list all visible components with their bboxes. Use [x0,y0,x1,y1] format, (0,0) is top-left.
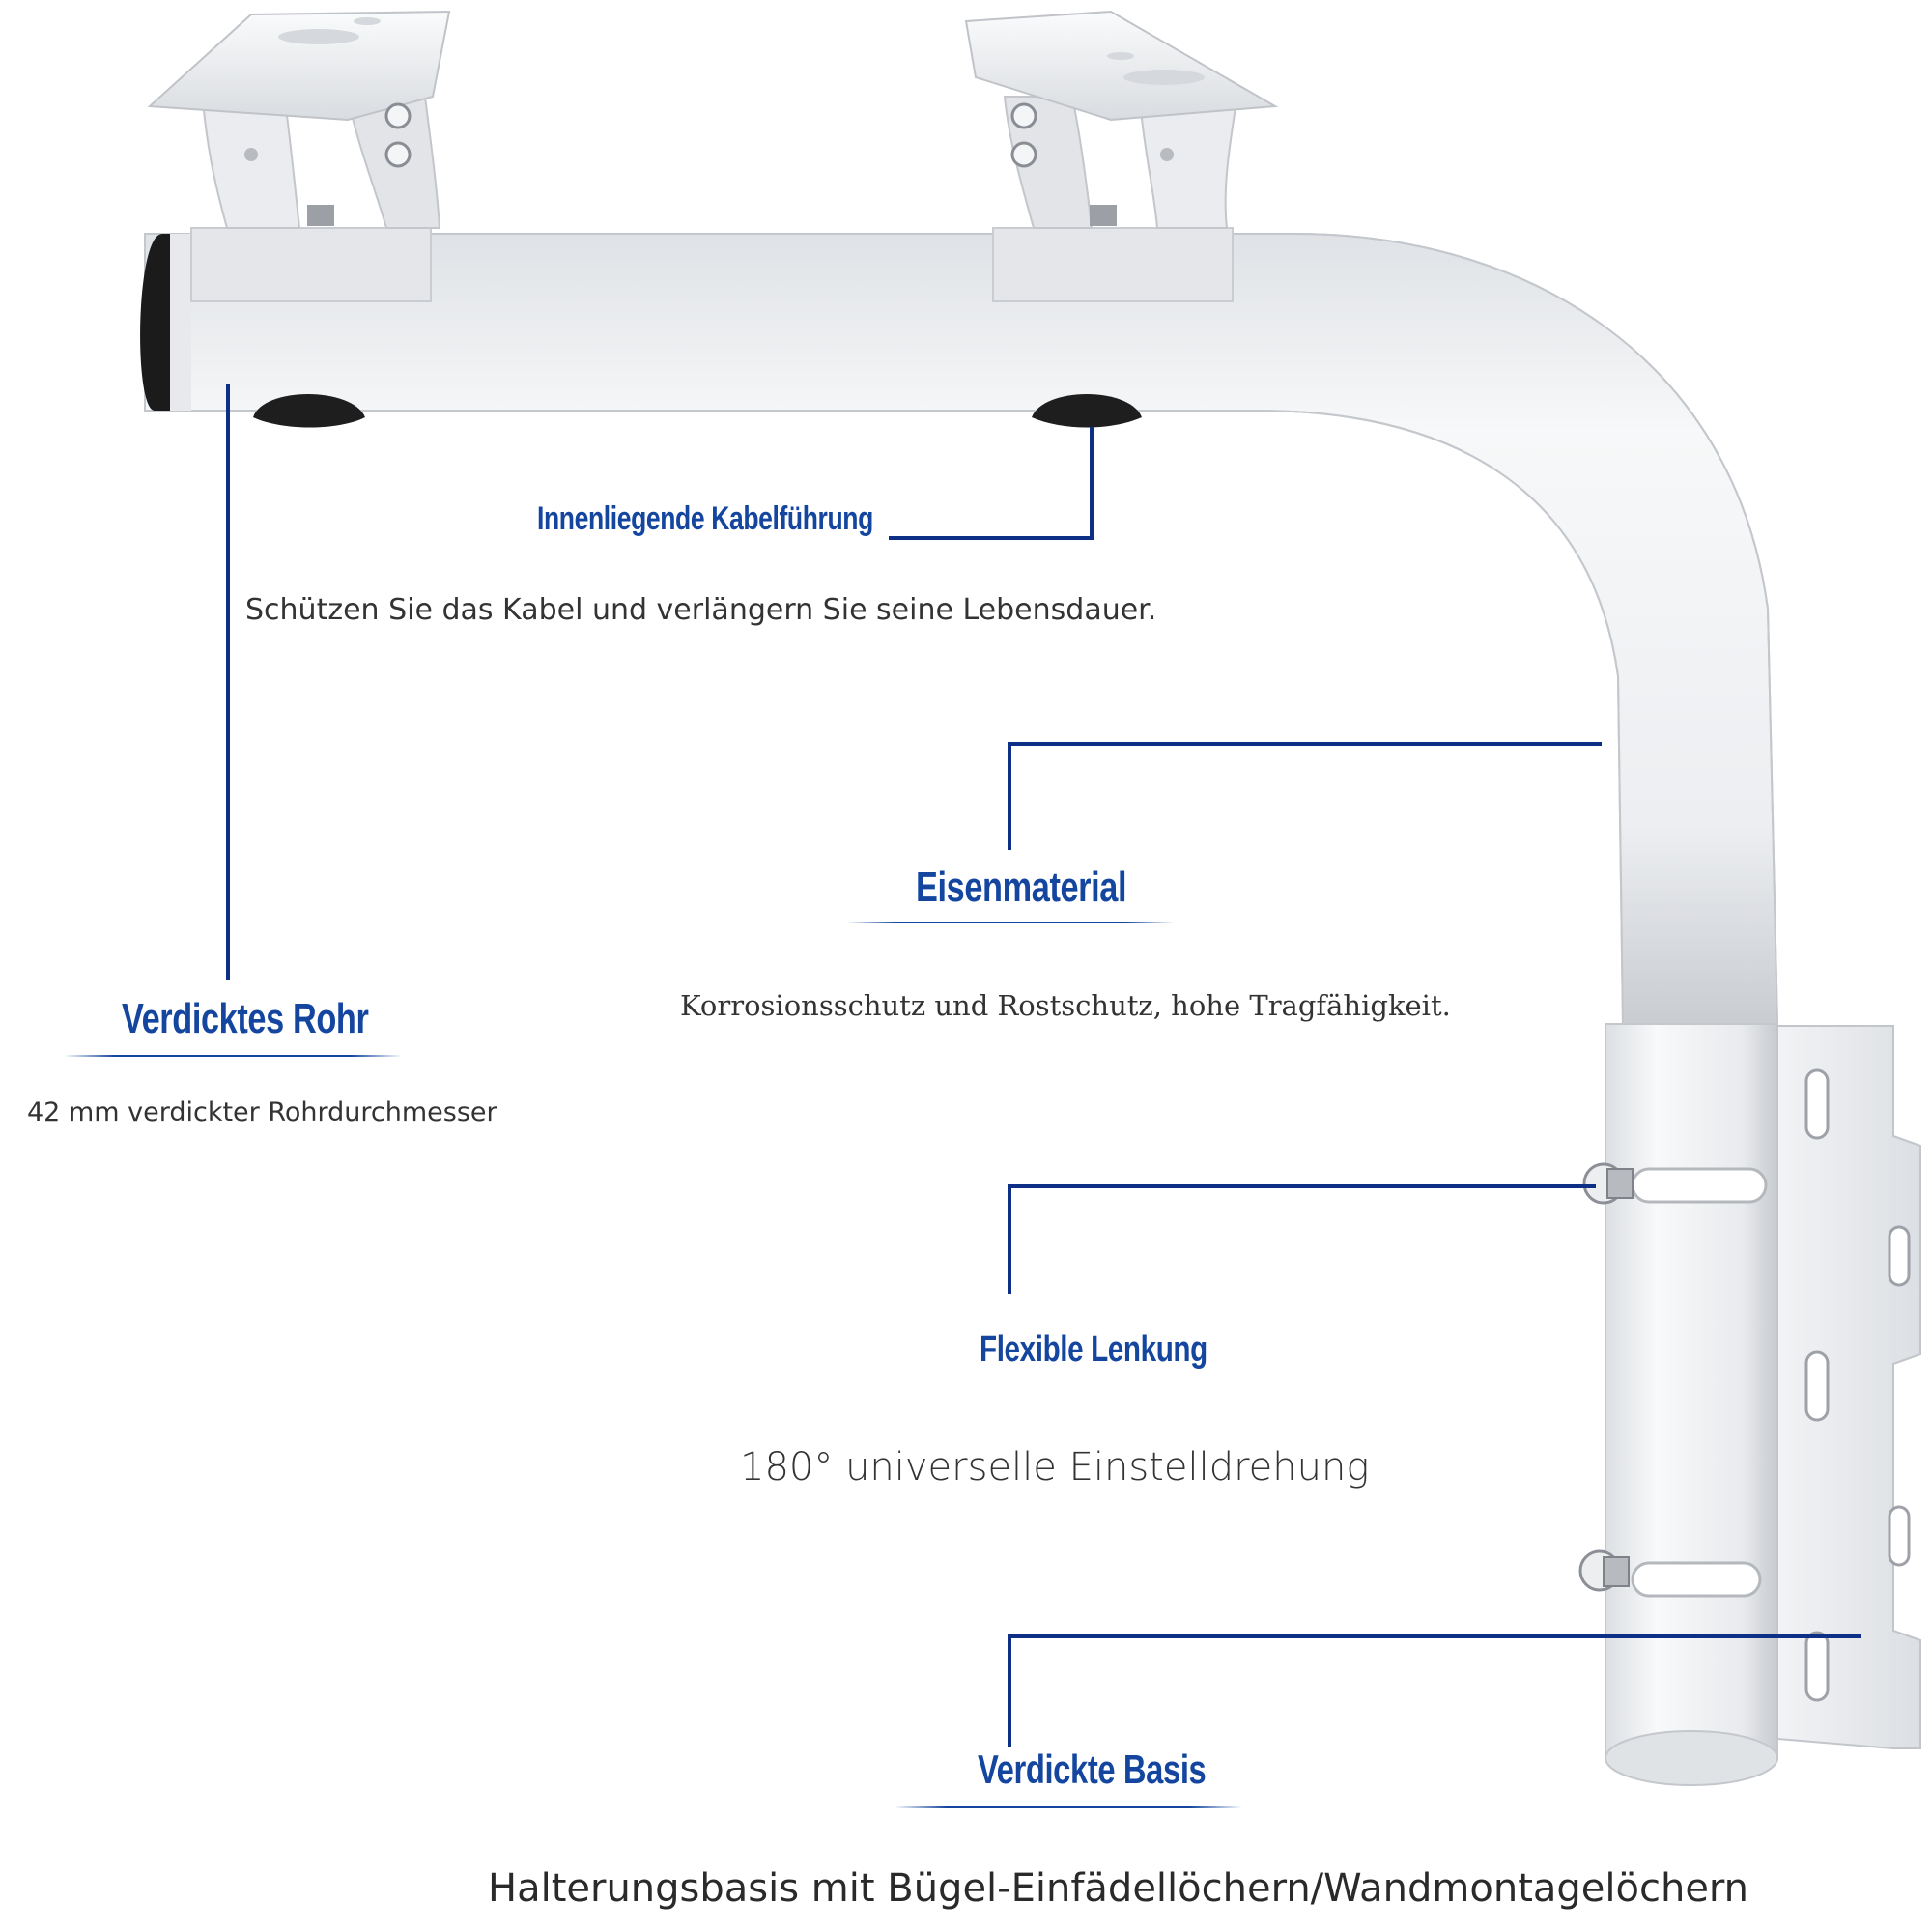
callout-title-cable-routing: Innenliegende Kabelführung [537,500,873,537]
callout-title-thickened-base: Verdickte Basis [978,1747,1207,1792]
cable-grommet-left [253,394,365,428]
base-sleeve [1605,1023,1778,1786]
callout-desc-flexible-steering: 180° universelle Einstelldrehung [740,1445,1370,1490]
callout-desc-thickened-tube: 42 mm verdickter Rohrdurchmesser [27,1097,497,1127]
wall-plate [1631,1025,1921,1749]
adjustment-bolt-upper [1582,1162,1634,1205]
callout-desc-material: Korrosionsschutz und Rostschutz, hohe Tr… [680,989,1451,1022]
underline-material [846,922,1175,923]
main-tube [144,233,1779,1025]
leader-lines [226,384,1861,1747]
callout-desc-thickened-base: Halterungsbasis mit Bügel-Einfädellöcher… [488,1866,1749,1911]
tube-end-cap [140,234,191,411]
callout-desc-cable-routing: Schützen Sie das Kabel und verlängern Si… [245,593,1157,627]
callout-title-material: Eisenmaterial [916,864,1127,911]
callout-title-thickened-tube: Verdicktes Rohr [122,995,369,1042]
underline-thickened-base [895,1806,1242,1808]
leader-line-cable [889,427,1094,540]
leader-line-base [1008,1634,1861,1747]
camera-mount-left [147,10,451,302]
adjustment-bolt-lower [1578,1549,1630,1592]
leader-line-steering [1008,1184,1596,1294]
underline-thickened-tube [64,1055,402,1057]
camera-mount-right [964,10,1279,302]
callout-title-flexible-steering: Flexible Lenkung [980,1329,1208,1370]
leader-line-material [1008,742,1602,850]
cable-grommet-right [1032,394,1142,428]
